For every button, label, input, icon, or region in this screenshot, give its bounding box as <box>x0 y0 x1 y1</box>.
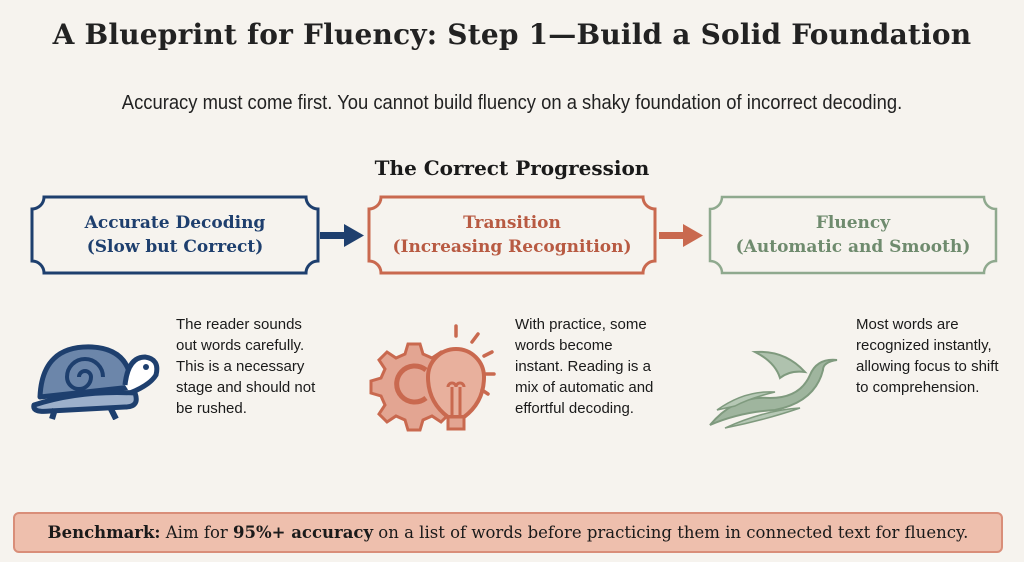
benchmark-text: Aim for <box>160 523 234 542</box>
stage-box-transition: Transition (Increasing Recognition) <box>367 195 657 275</box>
bird-icon <box>709 350 838 429</box>
benchmark-emphasis: 95%+ accuracy <box>233 523 374 542</box>
turtle-icon <box>31 344 160 420</box>
stage-title: Transition <box>463 213 561 233</box>
stage-frame <box>708 195 998 275</box>
stage-frame <box>30 195 320 275</box>
stage-title: Fluency <box>815 213 891 233</box>
stage-subtitle: (Automatic and Smooth) <box>735 237 971 257</box>
arrow-right-icon <box>320 224 364 247</box>
stage-title: Accurate Decoding <box>84 213 266 233</box>
stage-description: Most words are recognized instantly, all… <box>856 316 999 396</box>
subtitle: Accuracy must come first. You cannot bui… <box>121 92 903 114</box>
benchmark-text: on a list of words before practicing the… <box>373 523 969 542</box>
gear-lightbulb-icon <box>369 324 496 432</box>
stage-subtitle: (Increasing Recognition) <box>392 237 632 257</box>
benchmark-label: Benchmark: <box>47 523 161 542</box>
stage-description: With practice, some words become instant… <box>515 316 654 417</box>
stage-subtitle: (Slow but Correct) <box>86 237 264 257</box>
section-heading: The Correct Progression <box>374 156 650 180</box>
stage-description: The reader sounds out words carefully. T… <box>176 316 316 417</box>
stage-box-accurate-decoding: Accurate Decoding (Slow but Correct) <box>30 195 320 275</box>
arrow-right-icon <box>659 224 703 247</box>
page-title: A Blueprint for Fluency: Step 1—Build a … <box>52 18 972 51</box>
stage-frame <box>367 195 657 275</box>
stage-box-fluency: Fluency (Automatic and Smooth) <box>708 195 998 275</box>
benchmark-banner: Benchmark: Aim for 95%+ accuracy on a li… <box>13 512 1003 553</box>
